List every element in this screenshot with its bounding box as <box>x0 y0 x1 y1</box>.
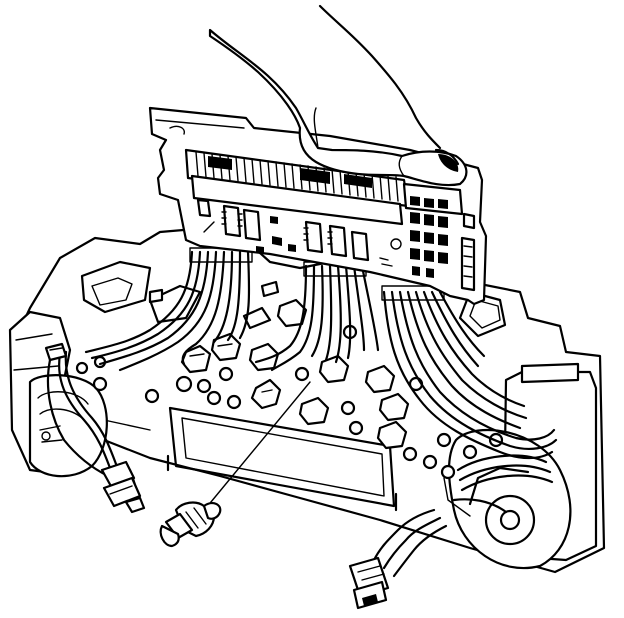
harness-connector <box>348 498 508 610</box>
gauge-housing <box>440 362 598 570</box>
socket <box>210 332 242 362</box>
socket <box>364 364 396 394</box>
socket <box>250 378 282 410</box>
socket <box>298 396 330 426</box>
retaining-clip <box>44 342 68 362</box>
wiring-harness <box>46 350 146 514</box>
bulb <box>159 381 311 548</box>
socket <box>378 392 410 422</box>
left-gauge <box>28 374 108 478</box>
socket <box>376 420 408 450</box>
hand-icon <box>208 4 468 187</box>
socket <box>180 344 212 374</box>
ribbon-cables <box>84 247 558 492</box>
